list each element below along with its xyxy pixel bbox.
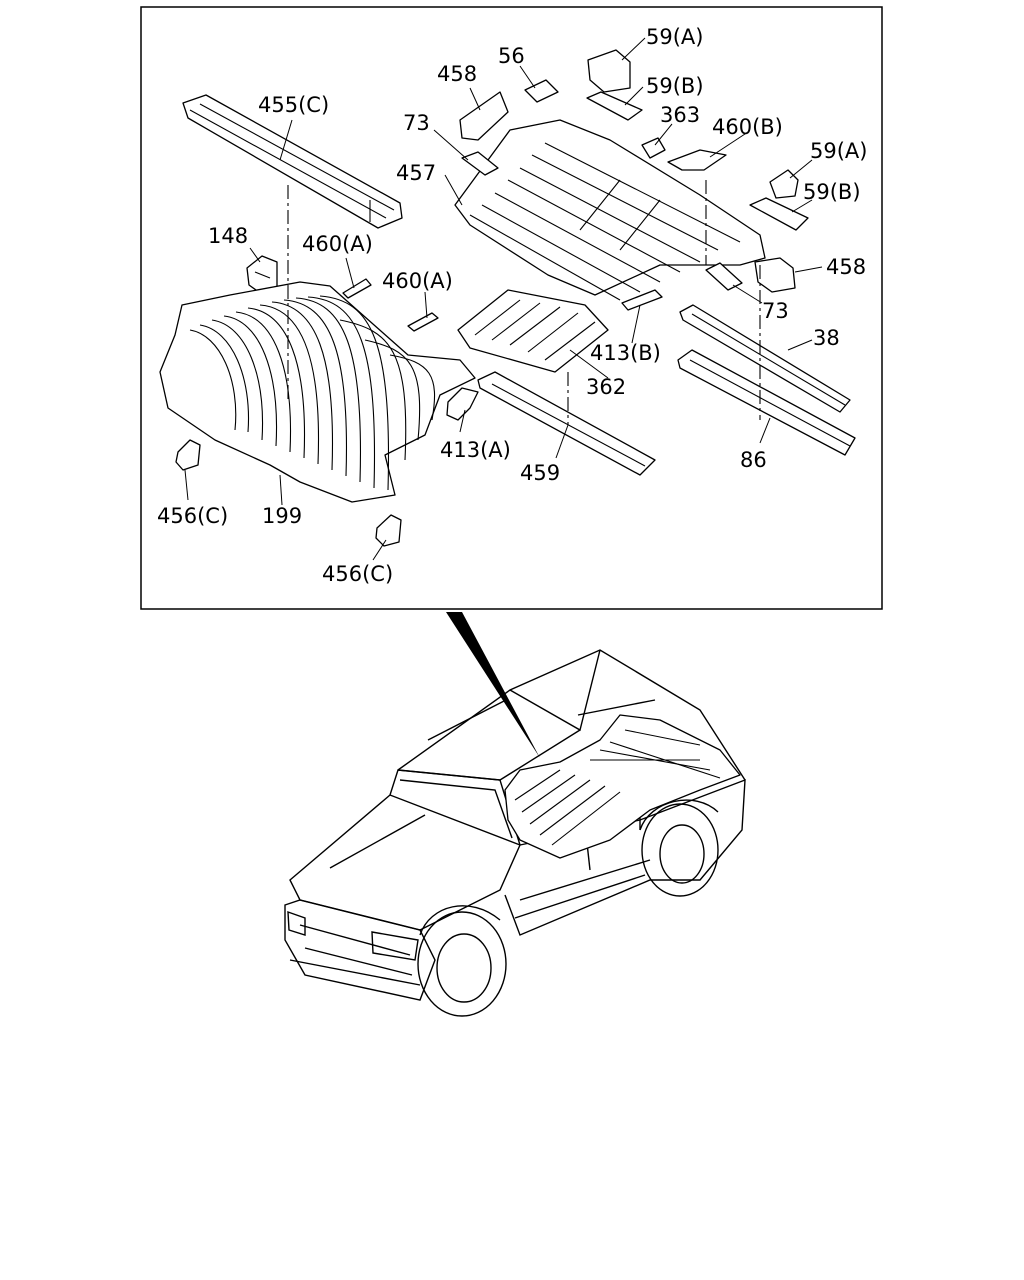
callout-456c-1: 456(C): [157, 504, 228, 528]
part-59a-bracket-top: [587, 49, 631, 93]
callout-456c-2: 456(C): [322, 562, 393, 586]
part-59a-bracket-right: [769, 169, 799, 199]
callout-460a-1: 460(A): [302, 232, 373, 256]
part-73-plate-top: [461, 151, 499, 176]
callout-148: 148: [208, 224, 248, 248]
callout-38: 38: [813, 326, 840, 350]
part-458-bracket-right: [754, 257, 796, 293]
callout-59b-right: 59(B): [803, 180, 861, 204]
callout-457: 457: [396, 161, 436, 185]
part-73-plate-right: [705, 262, 743, 291]
part-458-bracket-top: [459, 91, 509, 141]
callout-460a-2: 460(A): [382, 269, 453, 293]
callout-455c: 455(C): [258, 93, 329, 117]
callout-59a-right: 59(A): [810, 139, 867, 163]
part-38-rail: [679, 304, 851, 413]
part-59b-bracket-top: [586, 91, 643, 121]
part-460a-plate-2: [407, 312, 439, 332]
part-456c-bracket-1: [175, 439, 201, 471]
callout-86: 86: [740, 448, 767, 472]
callout-73-right: 73: [762, 299, 789, 323]
callout-460b: 460(B): [712, 115, 783, 139]
part-363-clip: [641, 137, 666, 159]
callout-459: 459: [520, 461, 560, 485]
part-56-clip: [524, 79, 559, 103]
vehicle-outline: [284, 649, 746, 1017]
part-457-rear-floor: [454, 119, 766, 301]
callout-59a-top: 59(A): [646, 25, 703, 49]
part-460b-plate: [667, 149, 727, 171]
detail-pointer-arrow: [446, 612, 540, 758]
callout-199: 199: [262, 504, 302, 528]
part-362-center-floor: [457, 289, 609, 373]
callout-73-top: 73: [403, 111, 430, 135]
part-455c-crossmember: [182, 94, 403, 229]
callout-labels: 455(C) 148 460(A) 460(A) 458 56 59(A) 59…: [157, 25, 867, 586]
callout-458-top: 458: [437, 62, 477, 86]
part-413a-bracket: [446, 387, 479, 421]
part-456c-bracket-2: [375, 514, 402, 547]
callout-458-right: 458: [826, 255, 866, 279]
callout-413b: 413(B): [590, 341, 661, 365]
callout-59b-top: 59(B): [646, 74, 704, 98]
part-86-rail: [677, 349, 856, 456]
alignment-line-457-86: [705, 180, 761, 420]
part-59b-bracket-right: [749, 197, 809, 231]
part-460a-plate-1: [342, 278, 372, 299]
diagram-frame: [140, 6, 883, 610]
part-413b-bracket: [621, 289, 663, 311]
callout-362: 362: [586, 375, 626, 399]
part-199-front-floor: [159, 281, 476, 503]
callout-363: 363: [660, 103, 700, 127]
vehicle-floor-highlight: [504, 714, 741, 859]
leader-lines: [184, 37, 823, 561]
callout-56: 56: [498, 44, 525, 68]
callout-413a: 413(A): [440, 438, 511, 462]
